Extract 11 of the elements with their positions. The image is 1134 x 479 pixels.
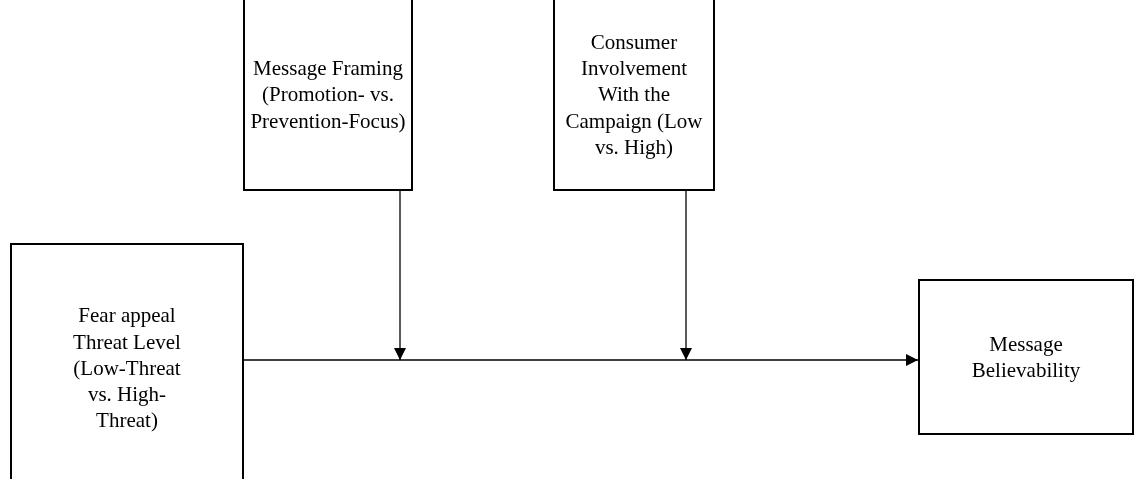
box-label: Fear appeal Threat Level (Low-Threat vs. High-Threat)	[72, 302, 182, 434]
arrow	[394, 190, 406, 361]
process-box	[918, 279, 1134, 435]
arrow	[243, 354, 919, 366]
box-label: Message Framing (Promotion- vs. Prevention-Focus)	[249, 55, 407, 134]
process-box	[10, 243, 244, 479]
box-label: Consumer Involvement With the Campaign (Low vs. High)	[564, 28, 704, 161]
process-box	[553, 0, 715, 191]
arrow	[680, 190, 692, 361]
process-box	[243, 0, 413, 191]
box-label: Message Believability	[970, 330, 1082, 384]
